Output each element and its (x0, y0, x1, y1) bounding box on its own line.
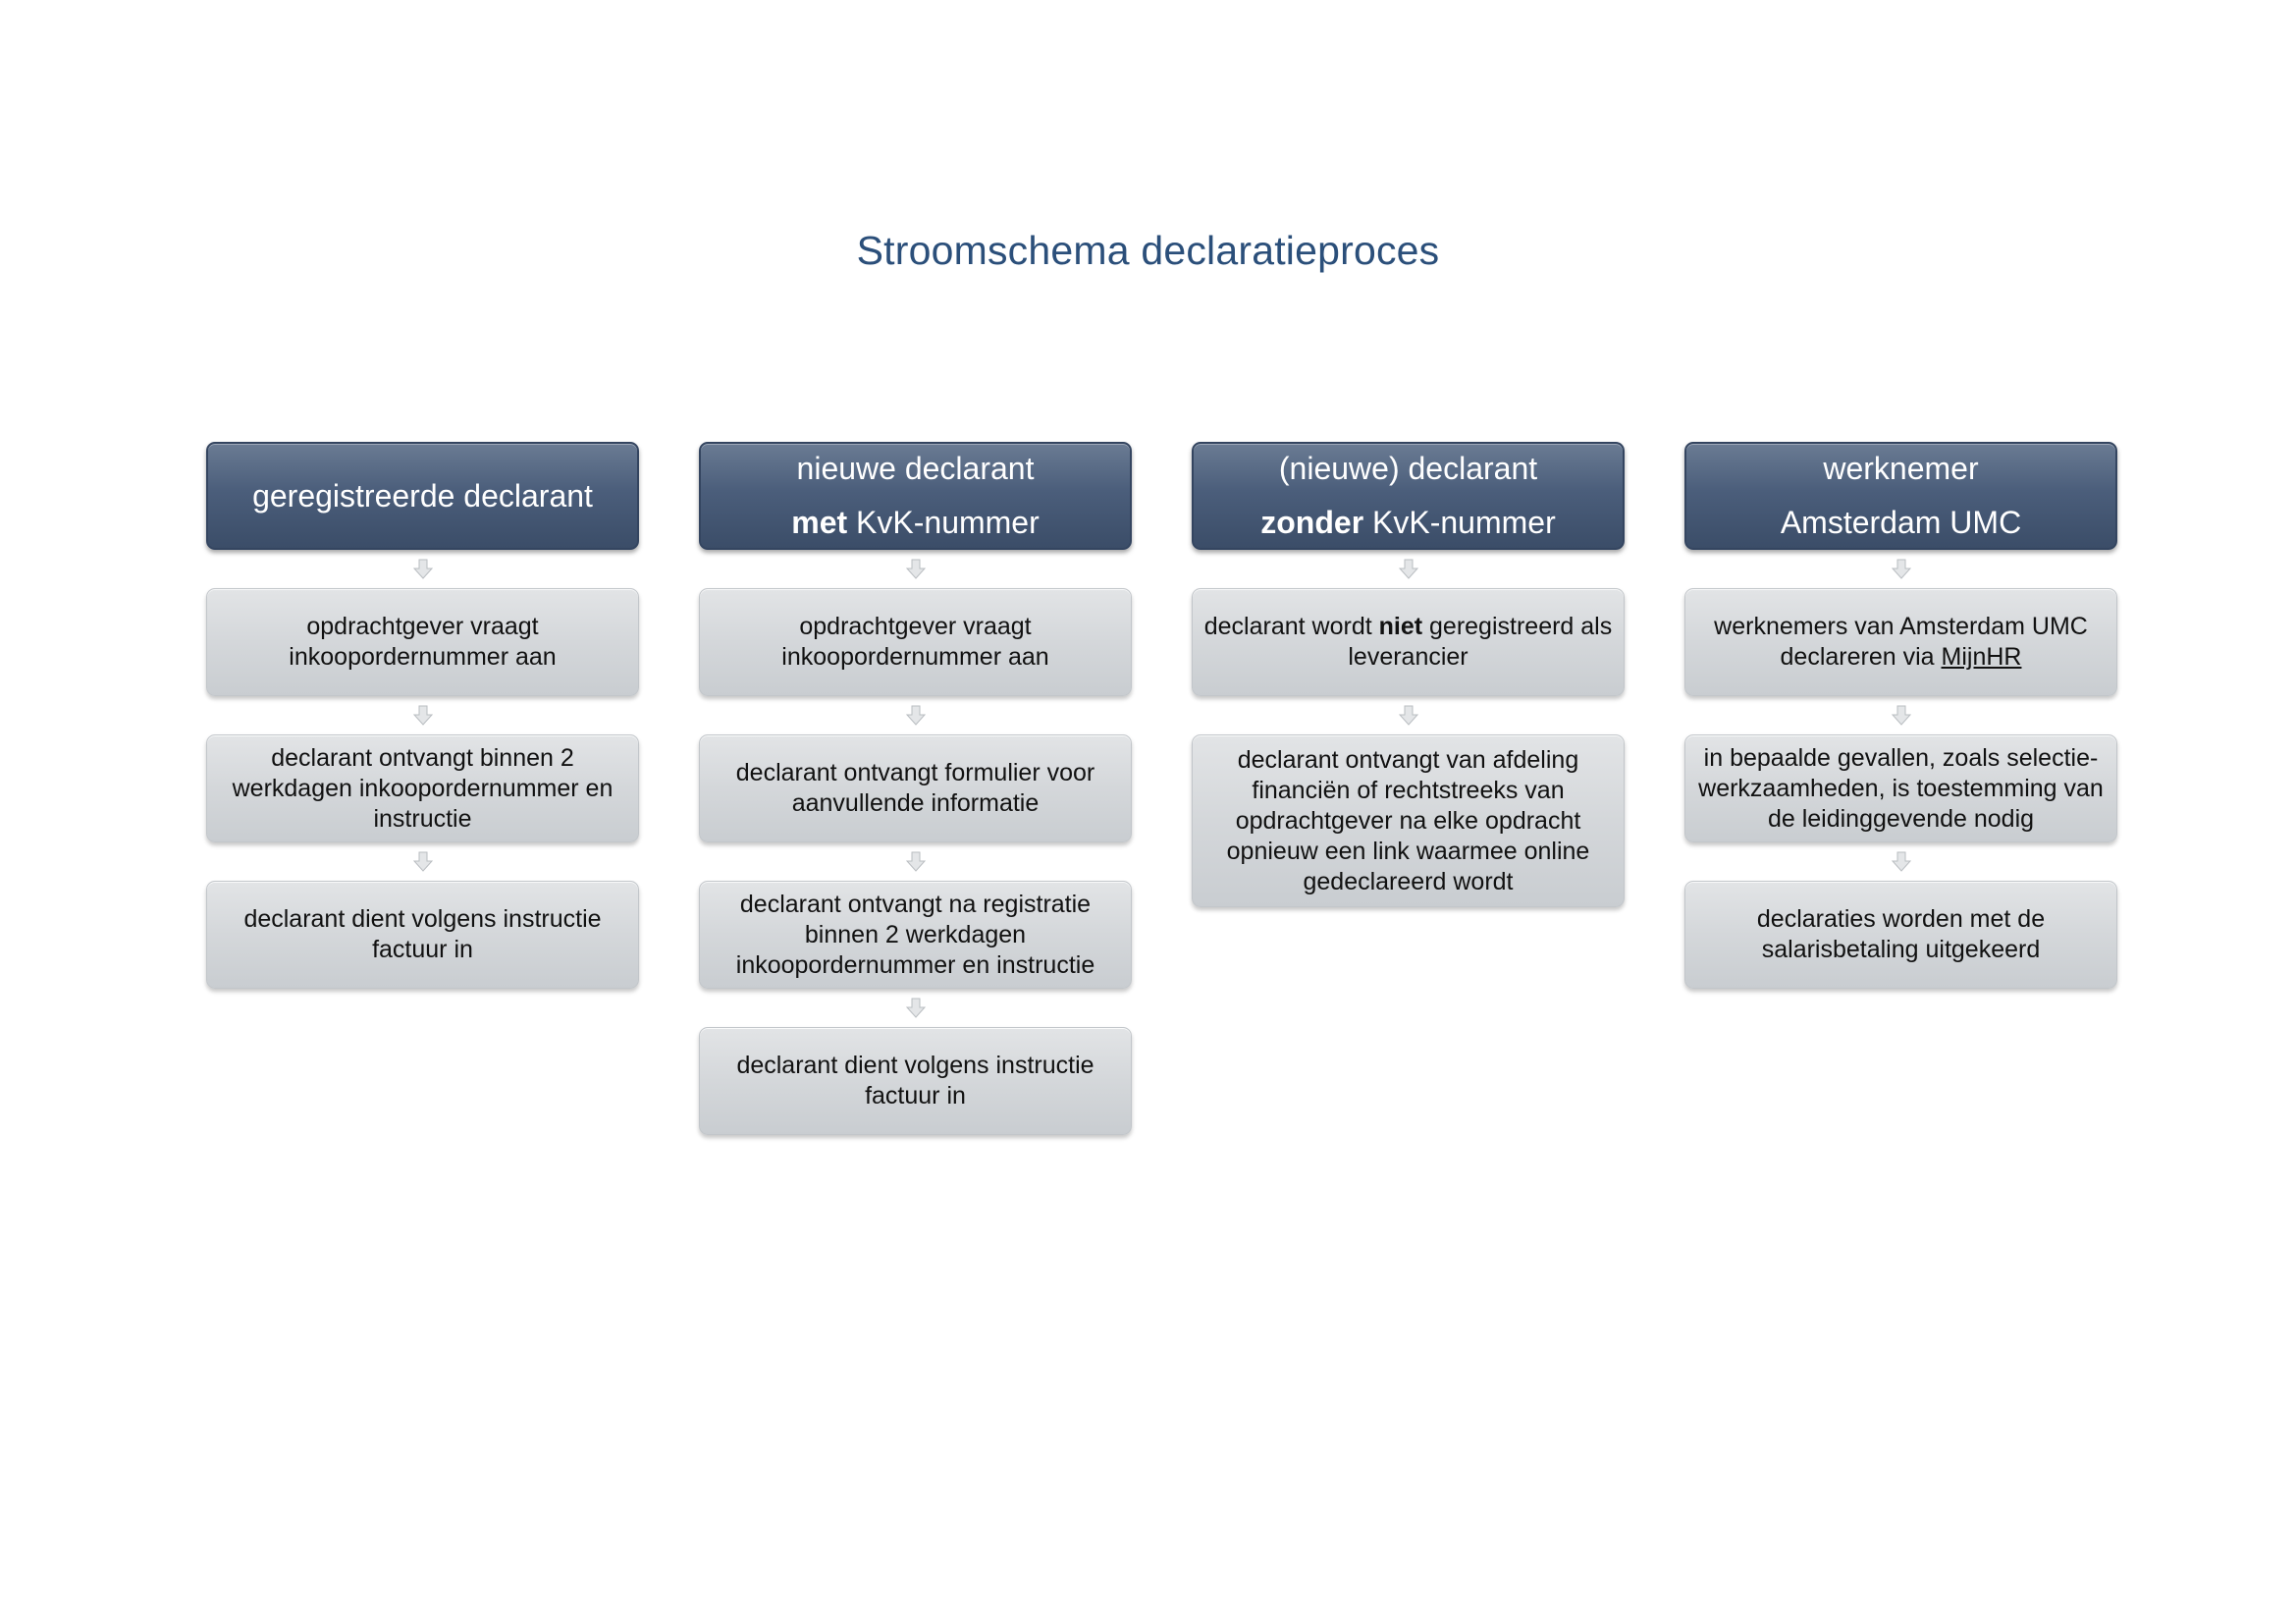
down-arrow-icon (905, 559, 926, 579)
column-nieuwe-declarant-zonder-kvk: (nieuwe) declarant zonder KvK-nummer dec… (1192, 442, 1625, 907)
connector (1684, 696, 2117, 734)
column-header-line2: Amsterdam UMC (1780, 505, 2022, 540)
mijnhr-link[interactable]: MijnHR (1941, 643, 2022, 671)
down-arrow-icon (905, 998, 926, 1018)
down-arrow-icon (412, 851, 433, 872)
connector (699, 696, 1132, 734)
step-text: declarant ontvangt na registratie binnen… (735, 890, 1095, 979)
step-text: in bepaalde gevallen, zoals selectie-wer… (1698, 743, 2104, 833)
connector (1192, 550, 1625, 588)
connector (1684, 842, 2117, 881)
step-text: declarant ontvangt binnen 2 werkdagen in… (232, 743, 614, 833)
step-text-emphasis: niet (1378, 613, 1423, 640)
column-header: nieuwe declarant met KvK-nummer (699, 442, 1132, 550)
step-text: opdrachtgever vraagt inkoopordernummer a… (289, 613, 557, 671)
down-arrow-icon (412, 705, 433, 726)
step-box: opdrachtgever vraagt inkoopordernummer a… (699, 588, 1132, 696)
step-text: declarant dient volgens instructie factu… (736, 1052, 1095, 1110)
step-text: declaraties worden met de salarisbetalin… (1756, 905, 2046, 963)
connector (1684, 550, 2117, 588)
step-box: declarant ontvangt binnen 2 werkdagen in… (206, 734, 639, 842)
step-box: declarant ontvangt formulier voor aanvul… (699, 734, 1132, 842)
column-nieuwe-declarant-met-kvk: nieuwe declarant met KvK-nummer opdracht… (699, 442, 1132, 1135)
down-arrow-icon (1891, 705, 1911, 726)
connector (206, 696, 639, 734)
column-header-line1: (nieuwe) declarant (1278, 451, 1538, 486)
step-text: declarant ontvangt van afdeling financië… (1226, 745, 1590, 895)
step-text: opdrachtgever vraagt inkoopordernummer a… (781, 613, 1049, 671)
step-text-part: werknemers van Amsterdam UMC declareren … (1714, 613, 2095, 671)
column-header-line2: zonder KvK-nummer (1194, 496, 1623, 550)
connector (206, 842, 639, 881)
step-text: declarant dient volgens instructie factu… (243, 905, 602, 963)
column-header-label: geregistreerde declarant (252, 478, 593, 514)
step-text: werknemers van Amsterdam UMC declareren … (1695, 612, 2107, 673)
column-header-line2: met KvK-nummer (701, 496, 1130, 550)
step-box: declarant ontvangt na registratie binnen… (699, 881, 1132, 989)
step-box: declarant wordt niet geregistreerd als l… (1192, 588, 1625, 696)
down-arrow-icon (412, 559, 433, 579)
column-header-line2-rest: KvK-nummer (1363, 505, 1556, 540)
connector (699, 989, 1132, 1027)
step-text-part: declarant wordt (1203, 613, 1379, 640)
column-header-emphasis: zonder (1260, 505, 1364, 540)
column-header-emphasis: met (791, 505, 848, 540)
connector (699, 550, 1132, 588)
step-text: declarant ontvangt formulier voor aanvul… (735, 759, 1095, 817)
connector (1192, 696, 1625, 734)
down-arrow-icon (905, 851, 926, 872)
step-box: declarant dient volgens instructie factu… (699, 1027, 1132, 1135)
connector (699, 842, 1132, 881)
column-geregistreerde-declarant: geregistreerde declarant opdrachtgever v… (206, 442, 639, 989)
down-arrow-icon (905, 705, 926, 726)
step-box: declarant dient volgens instructie factu… (206, 881, 639, 989)
column-header-line2-rest: KvK-nummer (847, 505, 1040, 540)
down-arrow-icon (1891, 559, 1911, 579)
step-box: in bepaalde gevallen, zoals selectie-wer… (1684, 734, 2117, 842)
step-text-part: geregistreerd als leverancier (1348, 613, 1620, 671)
step-text: declarant wordt niet geregistreerd als l… (1202, 612, 1614, 673)
page-title: Stroomschema declaratieproces (856, 228, 1440, 273)
column-header: (nieuwe) declarant zonder KvK-nummer (1192, 442, 1625, 550)
step-box: opdrachtgever vraagt inkoopordernummer a… (206, 588, 639, 696)
down-arrow-icon (1398, 705, 1418, 726)
step-box: declaraties worden met de salarisbetalin… (1684, 881, 2117, 989)
column-header-line1: nieuwe declarant (796, 451, 1035, 486)
down-arrow-icon (1891, 851, 1911, 872)
column-header: geregistreerde declarant (206, 442, 639, 550)
connector (206, 550, 639, 588)
column-werknemer-amsterdam-umc: werknemer Amsterdam UMC werknemers van A… (1684, 442, 2117, 989)
step-box: declarant ontvangt van afdeling financië… (1192, 734, 1625, 907)
down-arrow-icon (1398, 559, 1418, 579)
column-header-line1: werknemer (1823, 451, 1979, 486)
step-box: werknemers van Amsterdam UMC declareren … (1684, 588, 2117, 696)
column-header: werknemer Amsterdam UMC (1684, 442, 2117, 550)
